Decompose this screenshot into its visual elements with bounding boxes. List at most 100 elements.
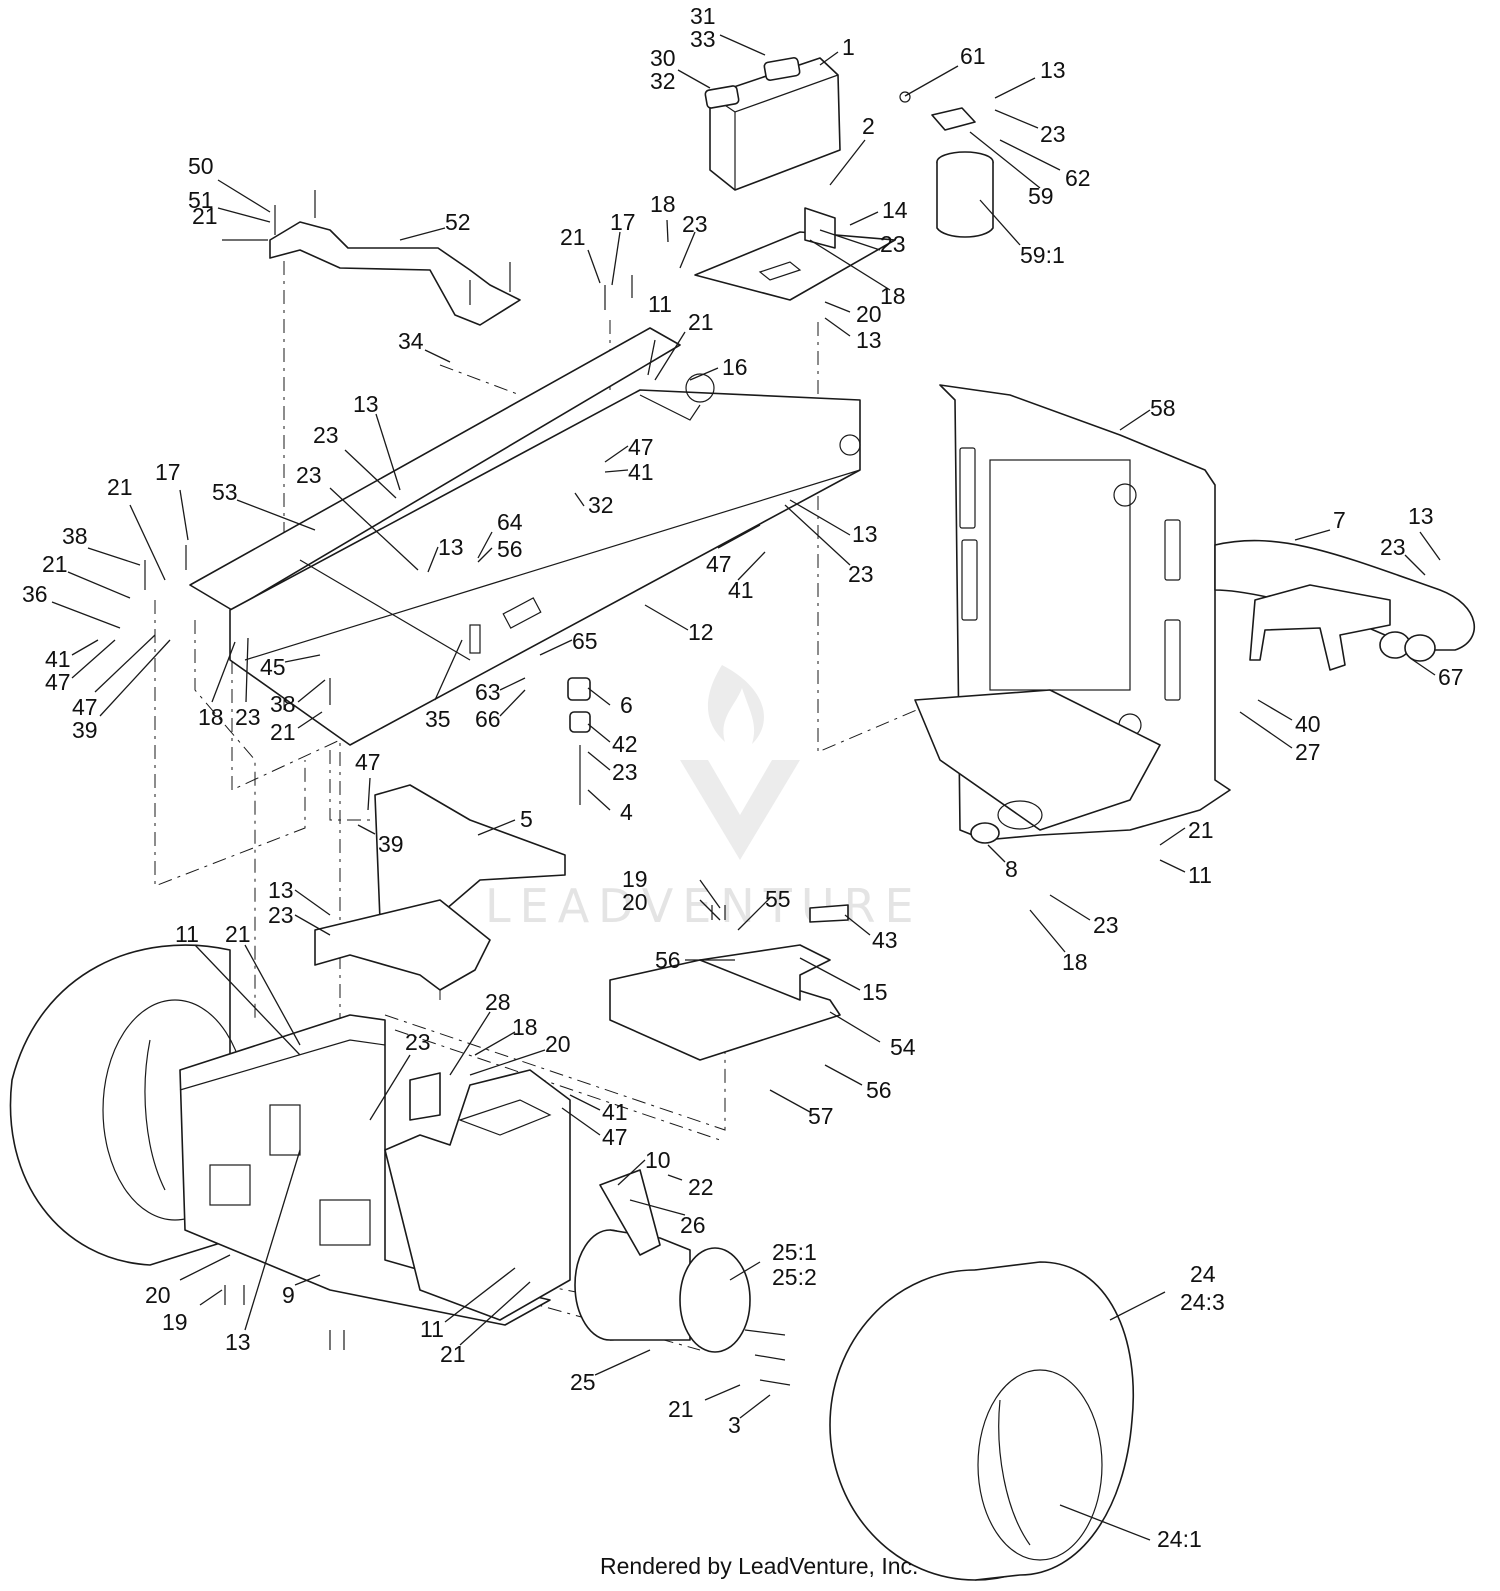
callout-38: 38 [62, 523, 88, 549]
callout-21: 21 [192, 203, 218, 229]
callout-10: 10 [645, 1147, 671, 1173]
callout-50: 50 [188, 153, 214, 179]
callout-59-1: 59:1 [1020, 242, 1065, 268]
callout-16: 16 [722, 354, 748, 380]
callout-52: 52 [445, 209, 471, 235]
panel-58 [914, 384, 1231, 841]
callout-8: 8 [1005, 856, 1018, 882]
callout-28: 28 [485, 989, 511, 1015]
callout-25-2: 25:2 [772, 1264, 817, 1290]
callout-21: 21 [225, 921, 251, 947]
callout-27: 27 [1295, 739, 1321, 765]
callout-24-1: 24:1 [1157, 1526, 1202, 1552]
callout-18: 18 [650, 191, 676, 217]
callout-19: 19 [162, 1309, 188, 1335]
flame-logo-icon [707, 665, 764, 744]
callout-35: 35 [425, 706, 451, 732]
callout-23: 23 [268, 902, 294, 928]
callout-9: 9 [282, 1282, 295, 1308]
callout-23: 23 [235, 704, 261, 730]
callout-11: 11 [1188, 862, 1212, 888]
callout-11: 11 [648, 291, 672, 317]
callout-2: 2 [862, 113, 875, 139]
callout-18: 18 [198, 704, 224, 730]
callout-17: 17 [610, 209, 636, 235]
callout-56: 56 [497, 536, 523, 562]
callout-11: 11 [175, 921, 199, 947]
callout-45: 45 [260, 654, 286, 680]
callout-4: 4 [620, 799, 633, 825]
callout-32: 32 [650, 68, 676, 94]
callout-21: 21 [107, 474, 133, 500]
render-credit: Rendered by LeadVenture, Inc. [600, 1553, 919, 1579]
callout-21: 21 [1188, 817, 1214, 843]
callout-61: 61 [960, 43, 986, 69]
leader-lines [51, 34, 1441, 1541]
callout-20: 20 [145, 1282, 171, 1308]
callout-20: 20 [545, 1031, 571, 1057]
callout-53: 53 [212, 479, 238, 505]
v-logo-icon [680, 760, 800, 860]
rear-chassis-9 [179, 1014, 571, 1326]
callout-11: 11 [420, 1316, 444, 1342]
callout-13: 13 [353, 391, 379, 417]
callout-55: 55 [765, 886, 791, 912]
callout-41: 41 [602, 1099, 628, 1125]
callout-67: 67 [1438, 664, 1464, 690]
callout-7: 7 [1333, 507, 1346, 533]
callout-25: 25 [570, 1369, 596, 1395]
callout-20: 20 [856, 301, 882, 327]
callout-23: 23 [612, 759, 638, 785]
callout-17: 17 [155, 459, 181, 485]
callout-23: 23 [1040, 121, 1066, 147]
callout-21: 21 [270, 719, 296, 745]
callout-32: 32 [588, 492, 614, 518]
callout-13: 13 [852, 521, 878, 547]
callout-66: 66 [475, 706, 501, 732]
callout-39: 39 [378, 831, 404, 857]
wheel-motor-25 [574, 1169, 751, 1353]
callout-64: 64 [497, 509, 523, 535]
callout-31: 31 [690, 3, 716, 29]
callout-14: 14 [882, 197, 908, 223]
front-tire-right [829, 1261, 1135, 1581]
callout-54: 54 [890, 1034, 916, 1060]
callout-47: 47 [72, 694, 98, 720]
callout-47: 47 [355, 749, 381, 775]
shield-54 [609, 904, 849, 1061]
hood-bracket-52 [269, 221, 521, 326]
callout-63: 63 [475, 679, 501, 705]
callout-22: 22 [688, 1174, 714, 1200]
battery-tray-14 [694, 207, 896, 301]
callout-56: 56 [866, 1077, 892, 1103]
callout-21: 21 [688, 309, 714, 335]
callout-65: 65 [572, 628, 598, 654]
callout-1: 1 [842, 34, 855, 60]
callout-39: 39 [72, 717, 98, 743]
callout-62: 62 [1065, 165, 1091, 191]
callout-23: 23 [880, 231, 906, 257]
callout-21: 21 [42, 551, 68, 577]
main-frame [189, 327, 861, 746]
callout-33: 33 [690, 26, 716, 52]
callout-47: 47 [45, 669, 71, 695]
callout-18: 18 [880, 283, 906, 309]
watermark: LEADVENTURE [485, 665, 914, 933]
callout-13: 13 [268, 877, 294, 903]
callout-41: 41 [728, 577, 754, 603]
callout-30: 30 [650, 45, 676, 71]
support-bracket [314, 899, 491, 991]
callout-40: 40 [1295, 711, 1321, 737]
callout-3: 3 [728, 1412, 741, 1438]
callout-26: 26 [680, 1212, 706, 1238]
callout-36: 36 [22, 581, 48, 607]
callout-42: 42 [612, 731, 638, 757]
callout-18: 18 [512, 1014, 538, 1040]
callout-24-3: 24:3 [1180, 1289, 1225, 1315]
callout-23: 23 [1380, 534, 1406, 560]
callout-25-1: 25:1 [772, 1239, 817, 1265]
callout-labels: 31 33 1 30 32 61 13 23 62 59 2 59:1 14 2… [22, 3, 1464, 1552]
callout-34: 34 [398, 328, 424, 354]
callout-56: 56 [655, 947, 681, 973]
